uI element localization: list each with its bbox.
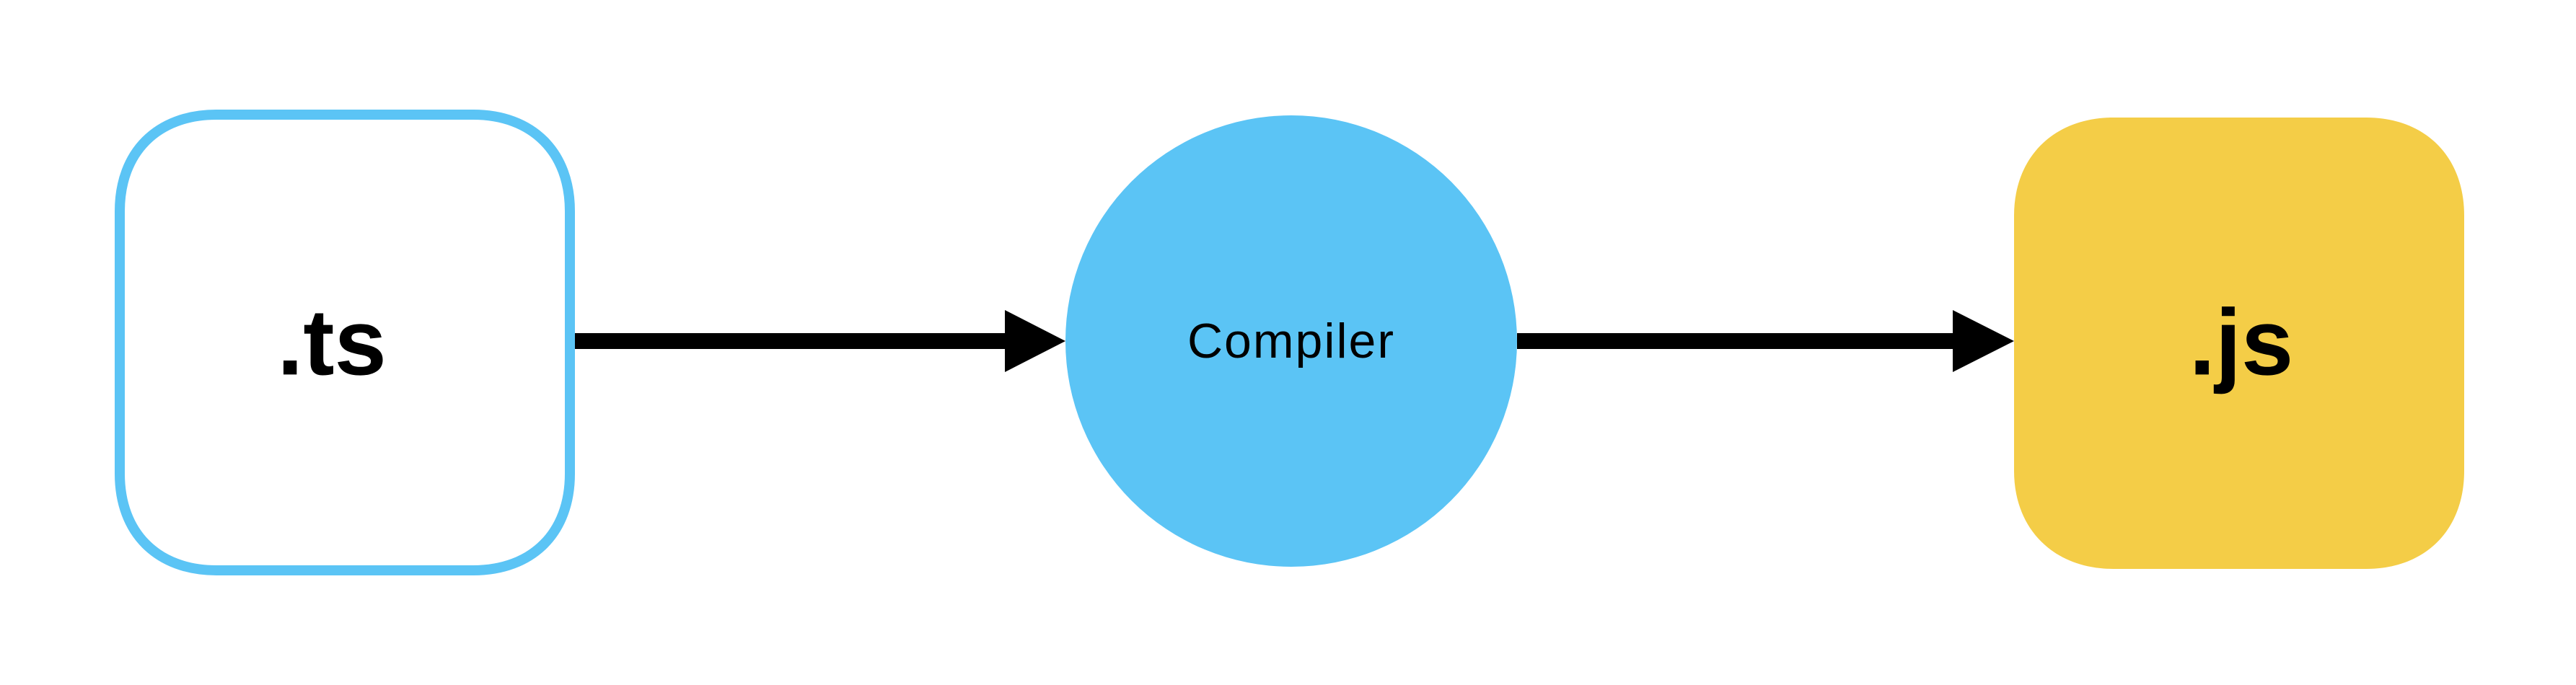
arrowhead-icon: [1005, 310, 1065, 372]
ts-node: .ts: [115, 110, 575, 575]
arrowhead-icon: [1953, 310, 2014, 372]
js-node-label: .js: [2189, 289, 2294, 394]
js-node: .js: [2014, 118, 2464, 569]
compiler-node: Compiler: [1065, 115, 1517, 567]
compiler-node-label: Compiler: [1187, 314, 1395, 368]
arrow-compiler-to-js: [1517, 310, 2014, 372]
ts-node-box: [115, 110, 575, 575]
js-node-box: [2014, 118, 2464, 569]
ts-node-label: .ts: [277, 289, 387, 394]
arrow-ts-to-compiler: [575, 310, 1065, 372]
compiler-node-circle: [1065, 115, 1517, 567]
